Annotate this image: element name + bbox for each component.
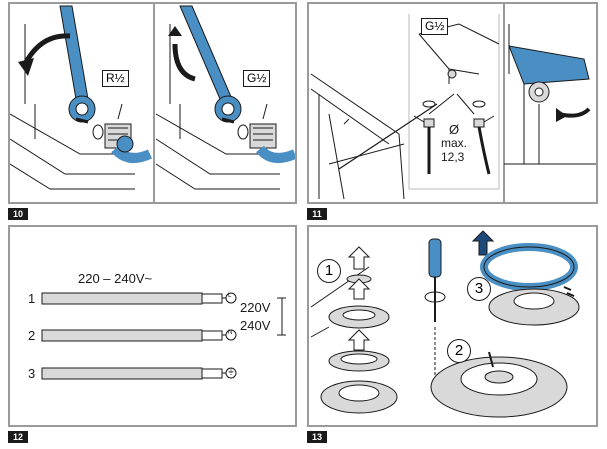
burner-disassembly-illustration: [310, 230, 580, 418]
wire-number-2: 2: [28, 328, 36, 343]
step-10-panel: R½ G½: [8, 2, 297, 204]
wrench-connection-illustration: [10, 4, 295, 202]
step-13-panel: 1 2 3: [307, 225, 598, 427]
step-number-12: 12: [8, 431, 28, 443]
pipe-diameter-symbol: Ø: [449, 122, 460, 137]
voltage-label-240v: 240V: [240, 318, 271, 333]
step-11-panel: G½ Ø max. 12,3: [307, 2, 598, 204]
voltage-label-220v: 220V: [240, 300, 271, 315]
earth-icon: ⏚: [227, 367, 235, 376]
thread-label-g-half: G½: [421, 18, 449, 35]
step-number-11: 11: [307, 208, 327, 220]
step-number-13: 13: [307, 431, 327, 443]
substep-1-marker: 1: [317, 259, 341, 283]
thread-label-r-half: R½: [102, 70, 129, 87]
wire-number-3: 3: [28, 366, 36, 381]
thread-label-g-half: G½: [243, 70, 271, 87]
terminal-neutral-label: N: [228, 330, 233, 336]
pipe-diameter-value: 12,3: [441, 150, 465, 164]
substep-2-marker: 2: [447, 339, 471, 363]
step-12-panel: 220 – 240V~ 1 2 3 L N ⏚ 220V 240V: [8, 225, 297, 427]
terminal-live-label: L: [228, 293, 232, 299]
wire-number-1: 1: [28, 291, 36, 306]
power-cable-wiring-illustration: [41, 292, 286, 380]
substep-3-marker: 3: [467, 277, 491, 301]
step-number-10: 10: [8, 208, 28, 220]
pipe-diameter-max-label: max.: [441, 136, 468, 150]
gas-pipe-connection-illustration: [310, 4, 596, 202]
voltage-range-label: 220 – 240V~: [78, 271, 153, 286]
